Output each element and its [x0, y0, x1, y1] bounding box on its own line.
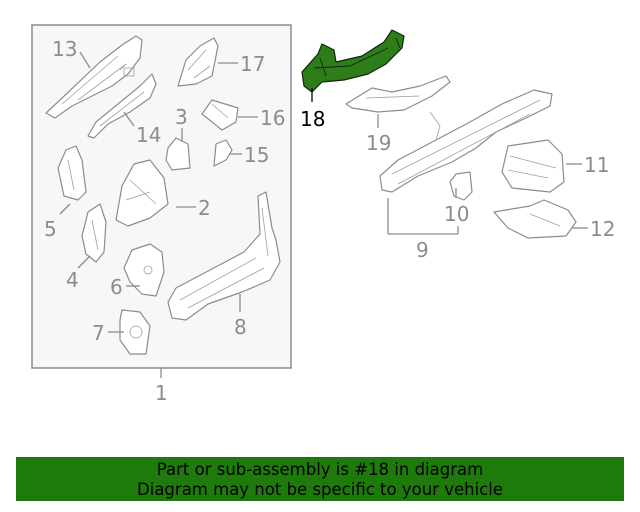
notice-banner: Part or sub-assembly is #18 in diagram D…	[16, 457, 624, 501]
banner-line-2: Diagram may not be specific to your vehi…	[137, 480, 503, 499]
callout-13: 13	[52, 37, 77, 61]
part-16[interactable]	[201, 99, 239, 131]
part-12[interactable]	[493, 199, 577, 239]
callout-16: 16	[260, 106, 285, 130]
part-11[interactable]	[501, 139, 565, 193]
part-10[interactable]	[449, 171, 473, 201]
callout-14: 14	[136, 123, 161, 147]
callout-12: 12	[590, 217, 615, 241]
leader-14	[123, 111, 135, 127]
callout-11: 11	[584, 153, 609, 177]
callout-17: 17	[240, 52, 265, 76]
part-19[interactable]	[345, 75, 451, 113]
callout-3: 3	[175, 105, 188, 129]
callout-9: 9	[416, 238, 429, 262]
leader-13	[79, 51, 91, 69]
callout-15: 15	[244, 143, 269, 167]
callout-8: 8	[234, 315, 247, 339]
part-9[interactable]	[379, 89, 553, 193]
leader-4	[77, 255, 91, 269]
callout-19: 19	[366, 131, 391, 155]
callout-18: 18	[300, 107, 325, 131]
callout-4: 4	[66, 268, 79, 292]
callout-10: 10	[444, 202, 469, 226]
parts-diagram: 1 13 14 17 3 16 15 5	[31, 24, 615, 405]
part-2[interactable]	[115, 159, 169, 227]
part-8[interactable]	[167, 191, 281, 321]
part-3[interactable]	[165, 137, 191, 171]
banner-line-1: Part or sub-assembly is #18 in diagram	[156, 460, 484, 479]
part-14[interactable]	[87, 73, 157, 139]
part-5[interactable]	[57, 145, 87, 201]
callout-6: 6	[110, 275, 123, 299]
part-13[interactable]	[45, 35, 143, 119]
leader-5	[59, 203, 71, 215]
callout-1: 1	[155, 381, 168, 405]
part-17[interactable]	[177, 37, 219, 87]
part-15[interactable]	[213, 139, 233, 167]
part-7[interactable]	[119, 309, 151, 355]
callout-7: 7	[92, 321, 105, 345]
part-18-highlighted[interactable]	[301, 29, 405, 93]
callout-5: 5	[44, 217, 57, 241]
callout-2: 2	[198, 196, 211, 220]
part-4[interactable]	[81, 203, 107, 263]
